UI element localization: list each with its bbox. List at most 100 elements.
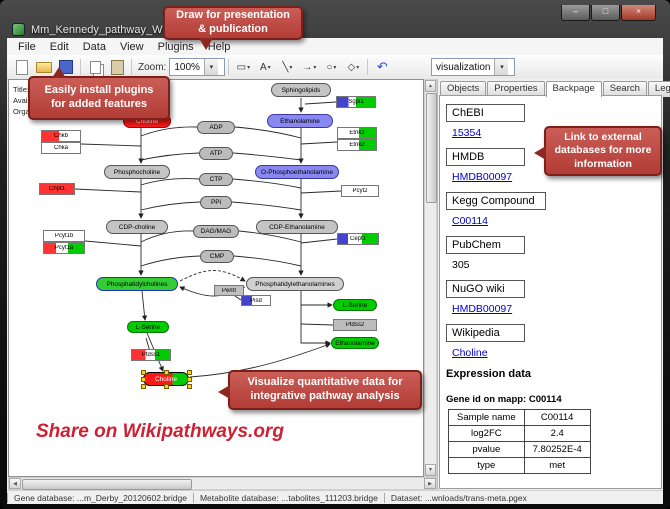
menu-help[interactable]: Help (207, 40, 231, 53)
pathway-node-cept1[interactable]: Cept1 (337, 233, 379, 245)
pathway-node-etnk2[interactable]: Etnk2 (337, 139, 377, 151)
datanode-tool-button[interactable]: ▭▾ (233, 58, 253, 76)
connector-tool-button[interactable]: ◇▾ (343, 58, 363, 76)
menu-data[interactable]: Data (82, 40, 106, 53)
node-label: Chpt1 (48, 186, 65, 192)
horizontal-scroll-thumb[interactable] (22, 479, 192, 490)
pathway-node-ethanolamine-top[interactable]: Ethanolamine (267, 114, 333, 128)
copy-button[interactable] (85, 58, 105, 76)
pathway-node-pcyt1a[interactable]: Pcyt1a (43, 242, 85, 254)
selection-handle[interactable] (187, 370, 192, 375)
selection-handle[interactable] (141, 370, 146, 375)
pathway-node-ethanolamine-bottom[interactable]: Ethanolamine (331, 337, 379, 349)
pathway-node-chkb[interactable]: Chkb (41, 130, 81, 142)
selection-handle[interactable] (187, 377, 192, 382)
node-label: DAG/MAG (200, 228, 232, 235)
chevron-down-icon[interactable]: ▾ (494, 59, 509, 75)
node-label: ADP (209, 124, 223, 131)
pathway-node-sphingolipids[interactable]: Sphingolipids (271, 83, 331, 97)
undo-button[interactable]: ↶ (372, 58, 392, 76)
external-link[interactable]: Choline (452, 347, 488, 359)
node-label: Pisd (250, 297, 262, 304)
pathway-node-l-serine-left[interactable]: L-Serine (127, 321, 169, 333)
title-bar: Mm_Kennedy_pathway_WP1771_45176.gpml – □… (0, 0, 670, 38)
selection-handle[interactable] (187, 384, 192, 389)
line-tool-button[interactable]: ╲▾ (277, 58, 297, 76)
selection-handle[interactable] (164, 370, 169, 375)
pathway-node-pcyt1b[interactable]: Pcyt1b (43, 230, 85, 242)
pathway-node-chka[interactable]: Chka (41, 142, 81, 154)
pathway-node-cmp[interactable]: CMP (200, 250, 234, 263)
node-label: Phosphocholine (113, 168, 161, 176)
open-button[interactable] (34, 58, 54, 76)
pathway-node-pemt[interactable]: Pemt (214, 285, 244, 296)
pathway-node-ctp[interactable]: CTP (199, 173, 233, 186)
backpage-section-heading: HMDB (446, 148, 525, 166)
chevron-down-icon: ▾ (267, 64, 271, 71)
pathway-node-phosphocholine[interactable]: Phosphocholine (104, 165, 170, 179)
visualization-combobox[interactable]: visualization ▾ (431, 58, 515, 76)
pathway-node-adp[interactable]: ADP (197, 121, 235, 134)
chevron-down-icon[interactable]: ▾ (203, 59, 218, 75)
pathway-node-o-phosphoethanolamine[interactable]: O-Phosphoethanolamine (255, 165, 339, 179)
selection-handle[interactable] (141, 384, 146, 389)
selection-handle[interactable] (164, 384, 169, 389)
node-label: Etnk1 (349, 130, 365, 136)
pathway-node-chpt1[interactable]: Chpt1 (39, 183, 75, 195)
paste-button[interactable] (107, 58, 127, 76)
scroll-right-icon[interactable]: ▶ (424, 478, 436, 489)
minimize-button[interactable]: – (561, 5, 590, 21)
external-link[interactable]: HMDB00097 (452, 303, 513, 315)
scroll-up-icon[interactable]: ▲ (425, 80, 436, 92)
vertical-scroll-thumb[interactable] (426, 93, 437, 203)
tab-backpage[interactable]: Backpage (545, 81, 602, 97)
pathway-node-pisd[interactable]: Pisd (241, 295, 271, 306)
pathway-node-sgpl1[interactable]: Sgpl1 (336, 96, 376, 108)
external-link[interactable]: HMDB00097 (452, 171, 513, 183)
tab-search[interactable]: Search (602, 81, 647, 97)
scroll-left-icon[interactable]: ◀ (9, 478, 21, 489)
menu-plugins[interactable]: Plugins (157, 40, 194, 53)
pathway-node-phosphatidylethanolamines[interactable]: Phosphatidylethanolamines (246, 277, 344, 291)
external-link[interactable]: 15354 (452, 127, 482, 139)
arrow-icon: → (302, 61, 313, 73)
node-label: Cept1 (349, 236, 366, 242)
new-file-button[interactable] (12, 58, 32, 76)
tab-objects[interactable]: Objects (440, 81, 487, 97)
pathway-node-pcyt2[interactable]: Pcyt2 (341, 185, 379, 197)
pathway-node-phosphatidylcholines[interactable]: Phosphatidylcholines (96, 277, 178, 291)
canvas-vertical-scrollbar[interactable]: ▲ ▼ (424, 79, 437, 477)
pathway-node-ptdss2[interactable]: Ptdss2 (333, 319, 377, 331)
arrow-tool-button[interactable]: →▾ (299, 58, 319, 76)
pathway-node-choline-selected[interactable]: Choline (141, 370, 192, 389)
pathway-node-l-serine-right[interactable]: L-Serine (333, 299, 377, 311)
callout-external-databases: Link to external databases for more info… (534, 126, 662, 176)
shape-tool-button[interactable]: ○▾ (321, 58, 341, 76)
pathway-node-etnk1[interactable]: Etnk1 (337, 127, 377, 139)
selection-handle[interactable] (141, 377, 146, 382)
close-button[interactable]: × (621, 5, 656, 21)
maximize-button[interactable]: □ (591, 5, 620, 21)
pathway-node-ppi[interactable]: PPi (200, 196, 232, 209)
pathway-node-ptdss1[interactable]: Ptdss1 (131, 349, 171, 361)
pathway-node-cdp-choline[interactable]: CDP-choline (106, 220, 168, 234)
canvas-horizontal-scrollbar[interactable]: ◀ ▶ (8, 477, 437, 490)
tab-properties[interactable]: Properties (487, 81, 545, 97)
pathway-node-atp[interactable]: ATP (199, 147, 233, 160)
label-tool-button[interactable]: A▾ (255, 58, 275, 76)
zoom-combobox[interactable]: 100% ▾ (169, 58, 226, 76)
menu-view[interactable]: View (119, 40, 144, 53)
pathway-canvas[interactable]: Title: Availability: Organism: (8, 79, 424, 477)
tab-legend[interactable]: Legend (647, 81, 670, 97)
open-folder-icon (36, 61, 52, 73)
menu-edit[interactable]: Edit (49, 40, 69, 53)
scroll-down-icon[interactable]: ▼ (425, 464, 436, 476)
pathway-node-cdp-ethanolamine[interactable]: CDP-Ethanolamine (256, 220, 338, 234)
external-link[interactable]: C00114 (452, 215, 489, 227)
pathway-node-dag-mag[interactable]: DAG/MAG (193, 225, 239, 238)
menu-file[interactable]: File (18, 40, 36, 53)
toolbar-separator (228, 59, 230, 75)
